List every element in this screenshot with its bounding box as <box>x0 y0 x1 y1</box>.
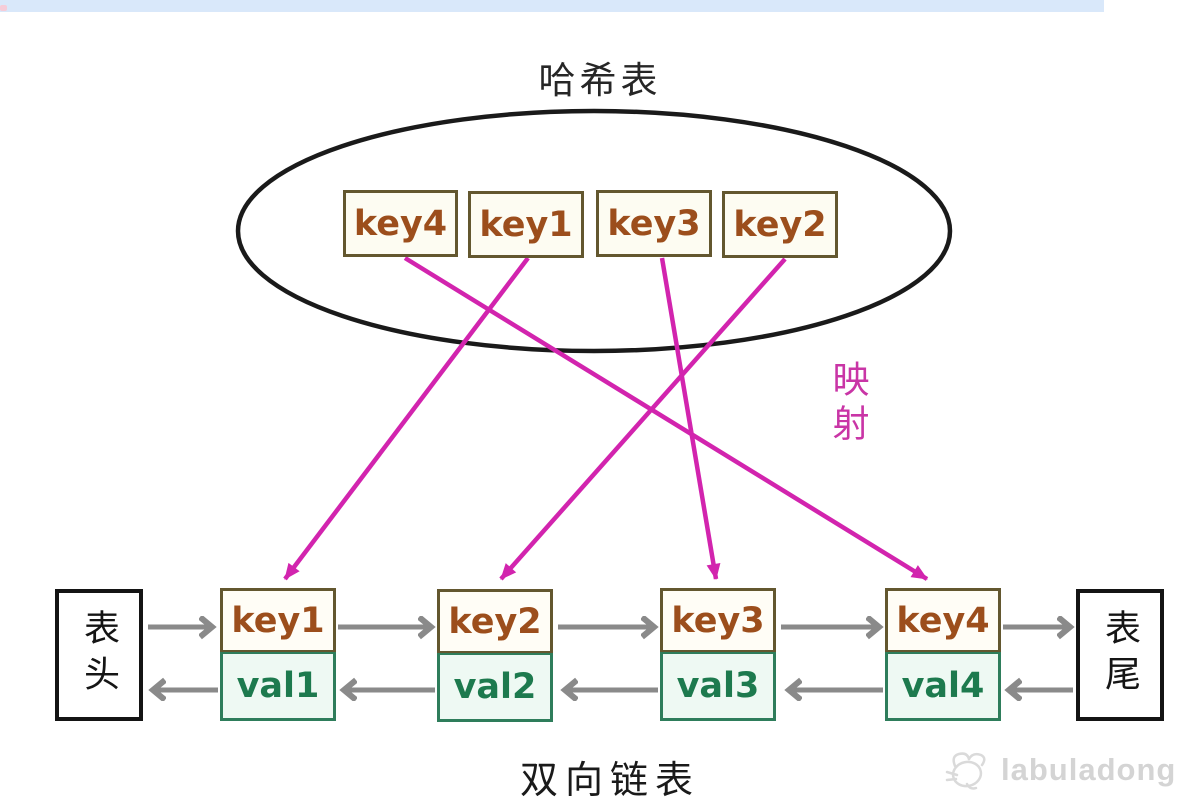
top-blue-strip <box>0 0 1104 12</box>
mapping-label: 映射 <box>827 360 868 448</box>
hash-key-box-key1: key1 <box>468 191 584 258</box>
watermark-text: labuladong <box>1001 752 1177 787</box>
hash-key-box-key3: key3 <box>596 190 712 257</box>
mapping-arrow-key3 <box>659 257 721 580</box>
hash-key-box-key4: key4 <box>343 190 458 257</box>
list-tail-label: 表尾 <box>1100 609 1141 701</box>
linked-list-title: 双向链表 <box>519 760 700 802</box>
node3-key-cell: key3 <box>660 588 776 653</box>
list-node-4: key4 val4 <box>885 588 1001 721</box>
node1-val-cell: val1 <box>220 652 336 721</box>
node3-val-cell: val3 <box>660 652 776 721</box>
mapping-arrow-key1 <box>283 256 530 581</box>
list-node-3: key3 val3 <box>660 588 776 721</box>
node2-key-cell: key2 <box>437 589 553 654</box>
list-node-2: key2 val2 <box>437 589 553 722</box>
list-tail-box: 表尾 <box>1076 589 1164 721</box>
hash-table-title: 哈希表 <box>538 60 662 101</box>
list-head-box: 表头 <box>55 589 143 721</box>
list-head-label: 表头 <box>79 609 120 701</box>
watermark: labuladong <box>943 744 1176 796</box>
hash-key-box-key2: key2 <box>722 191 838 258</box>
node1-key-cell: key1 <box>220 588 336 653</box>
node4-key-cell: key4 <box>885 588 1001 653</box>
node4-val-cell: val4 <box>885 652 1001 721</box>
node2-val-cell: val2 <box>437 653 553 722</box>
hash-table-ellipse <box>235 108 953 354</box>
labuladong-logo-icon <box>945 752 986 790</box>
mapping-arrow-key2 <box>499 257 787 581</box>
list-node-1: key1 val1 <box>220 588 336 721</box>
corner-artifact-dot <box>0 5 7 11</box>
mapping-arrow-key4 <box>403 256 929 581</box>
